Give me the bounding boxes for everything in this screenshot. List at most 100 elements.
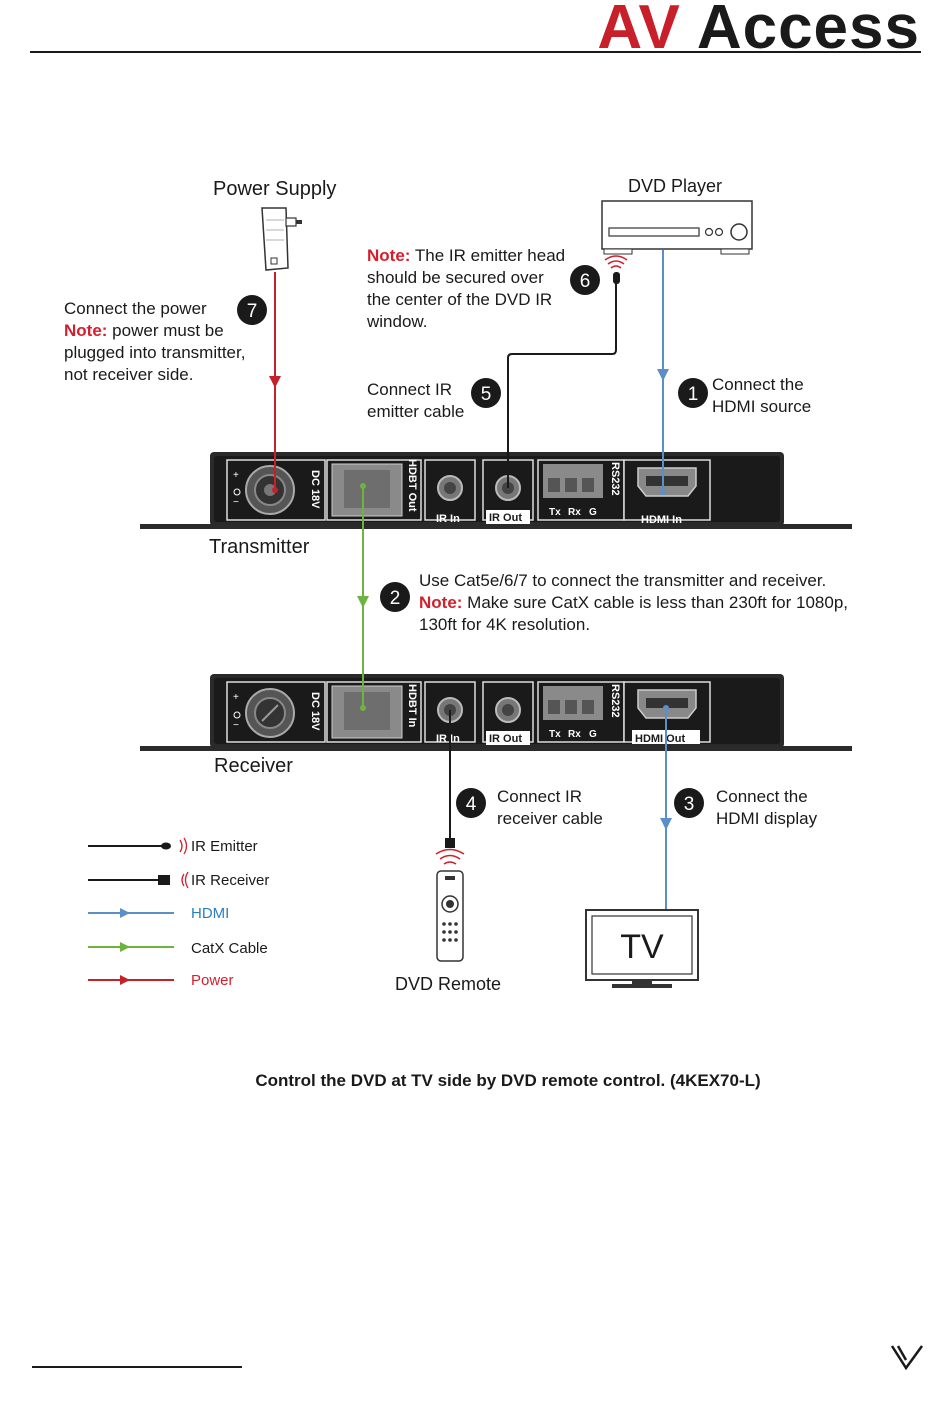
legend-hdmi-label: HDMI — [191, 905, 230, 922]
rx-ir-in-label: IR In — [436, 733, 460, 745]
tv-label: TV — [620, 928, 664, 966]
svg-text:6: 6 — [580, 271, 591, 292]
step-7-line-4: not receiver side. — [64, 365, 194, 384]
transmitter-label: Transmitter — [209, 536, 310, 558]
svg-text:+: + — [233, 692, 239, 703]
step-4-line-1: Connect IR — [497, 787, 583, 806]
svg-text:+: + — [233, 470, 239, 481]
tx-ir-in-label: IR In — [436, 513, 460, 525]
step-1-line-1: Connect the — [712, 375, 804, 394]
legend-ir-emitter-line — [88, 837, 188, 855]
dvd-remote-icon — [436, 870, 464, 962]
step-3-text: Connect the HDMI display — [716, 786, 817, 830]
receiver-label: Receiver — [214, 755, 293, 777]
step-1-text: Connect the HDMI source — [712, 374, 811, 418]
step-5-line-1: Connect IR — [367, 380, 453, 399]
transmitter-device: + − — [140, 452, 852, 529]
step-badge-7: 7 — [237, 295, 267, 325]
ir-signal-waves-icon — [435, 848, 465, 865]
footer-brand-mark-icon — [890, 1345, 924, 1371]
step-7-text: Connect the power Note: power must be pl… — [64, 298, 245, 386]
step-2-line-1: Use Cat5e/6/7 to connect the transmitter… — [419, 571, 827, 590]
step-6-note-text: The IR emitter head — [410, 246, 566, 265]
svg-text:2: 2 — [390, 588, 401, 609]
step-6-text: Note: The IR emitter head should be secu… — [367, 245, 565, 333]
step-2-line-3: 130ft for 4K resolution. — [419, 615, 591, 634]
tx-hdmi-in-label: HDMI In — [641, 514, 682, 526]
step-5-text: Connect IR emitter cable — [367, 379, 464, 423]
step-badge-4: 4 — [456, 788, 486, 818]
step-2-note: Note: Make sure CatX cable is less than … — [419, 592, 848, 614]
step-badge-3: 3 — [674, 788, 704, 818]
tx-hdbt-out-label: HDBT Out — [406, 459, 418, 512]
dvd-remote-label: DVD Remote — [395, 974, 502, 994]
rx-rx-label: Rx — [568, 729, 581, 740]
svg-text:5: 5 — [481, 384, 492, 405]
legend-ir-receiver-line — [88, 871, 189, 889]
tx-dc-label: DC 18V — [309, 470, 321, 509]
svg-text:4: 4 — [466, 794, 477, 815]
ir-emitter-cable — [507, 282, 617, 488]
svg-text:7: 7 — [247, 301, 258, 322]
svg-text:−: − — [233, 720, 239, 731]
step-7-line-1: Connect the power — [64, 299, 207, 318]
step-2-text: Use Cat5e/6/7 to connect the transmitter… — [419, 570, 848, 636]
step-7-note: Note: power must be — [64, 320, 245, 342]
step-7-note-label: Note: — [64, 321, 108, 340]
tv-icon — [585, 909, 699, 988]
legend-catx-line — [88, 942, 174, 952]
tx-rx-label: Rx — [568, 507, 581, 518]
tx-g-label: G — [589, 507, 597, 518]
dvd-player-icon — [601, 200, 753, 255]
step-badge-2: 2 — [380, 582, 410, 612]
step-5-line-2: emitter cable — [367, 402, 465, 421]
step-badge-6: 6 — [570, 265, 600, 295]
svg-text:−: − — [233, 497, 239, 508]
ir-emitter-waves-icon — [604, 255, 628, 269]
legend-catx-label: CatX Cable — [191, 940, 268, 957]
figure-caption: Control the DVD at TV side by DVD remote… — [255, 1071, 761, 1090]
tx-tx-label: Tx — [549, 507, 561, 518]
step-badge-5: 5 — [471, 378, 501, 408]
tx-rs232-label: RS232 — [609, 462, 621, 496]
legend-ir-receiver-label: IR Receiver — [191, 872, 270, 889]
step-3-line-2: HDMI display — [716, 809, 818, 828]
step-6-note: Note: The IR emitter head — [367, 245, 565, 267]
rx-tx-label: Tx — [549, 729, 561, 740]
logo-av: AV — [597, 0, 681, 62]
step-3-line-1: Connect the — [716, 787, 808, 806]
power-supply-label: Power Supply — [213, 178, 337, 200]
tx-ir-out-label: IR Out — [489, 512, 522, 524]
step-1-line-2: HDMI source — [712, 397, 812, 416]
rx-ir-out-label: IR Out — [489, 733, 522, 745]
step-4-line-2: receiver cable — [497, 809, 603, 828]
legend-ir-emitter-label: IR Emitter — [191, 838, 258, 855]
legend-hdmi-line — [88, 908, 174, 918]
svg-text:3: 3 — [684, 794, 695, 815]
rx-g-label: G — [589, 729, 597, 740]
footer-rule — [32, 1366, 242, 1368]
legend-power-label: Power — [191, 972, 234, 989]
brand-logo: AV Access — [597, 0, 920, 59]
header-rule — [30, 51, 921, 53]
step-2-note-label: Note: — [419, 593, 463, 612]
rx-hdbt-in-label: HDBT In — [406, 684, 418, 728]
dvd-player-label: DVD Player — [628, 176, 723, 196]
rx-rs232-label: RS232 — [609, 684, 621, 718]
step-6-note-label: Note: — [367, 246, 411, 265]
logo-access: Access — [696, 0, 920, 62]
legend-power-line — [88, 975, 174, 985]
step-4-text: Connect IR receiver cable — [497, 786, 603, 830]
step-badge-1: 1 — [678, 378, 708, 408]
step-7-line-3: plugged into transmitter, — [64, 343, 246, 362]
rx-dc-label: DC 18V — [309, 692, 321, 731]
step-7-note-text: power must be — [107, 321, 224, 340]
step-6-line-2: should be secured over — [367, 268, 544, 287]
rx-hdmi-out-label: HDMI Out — [635, 733, 685, 745]
step-6-line-4: window. — [367, 312, 428, 331]
step-6-line-3: the center of the DVD IR — [367, 290, 553, 309]
step-2-note-text: Make sure CatX cable is less than 230ft … — [462, 593, 848, 612]
power-adapter-icon — [261, 207, 302, 271]
svg-text:1: 1 — [688, 384, 699, 405]
